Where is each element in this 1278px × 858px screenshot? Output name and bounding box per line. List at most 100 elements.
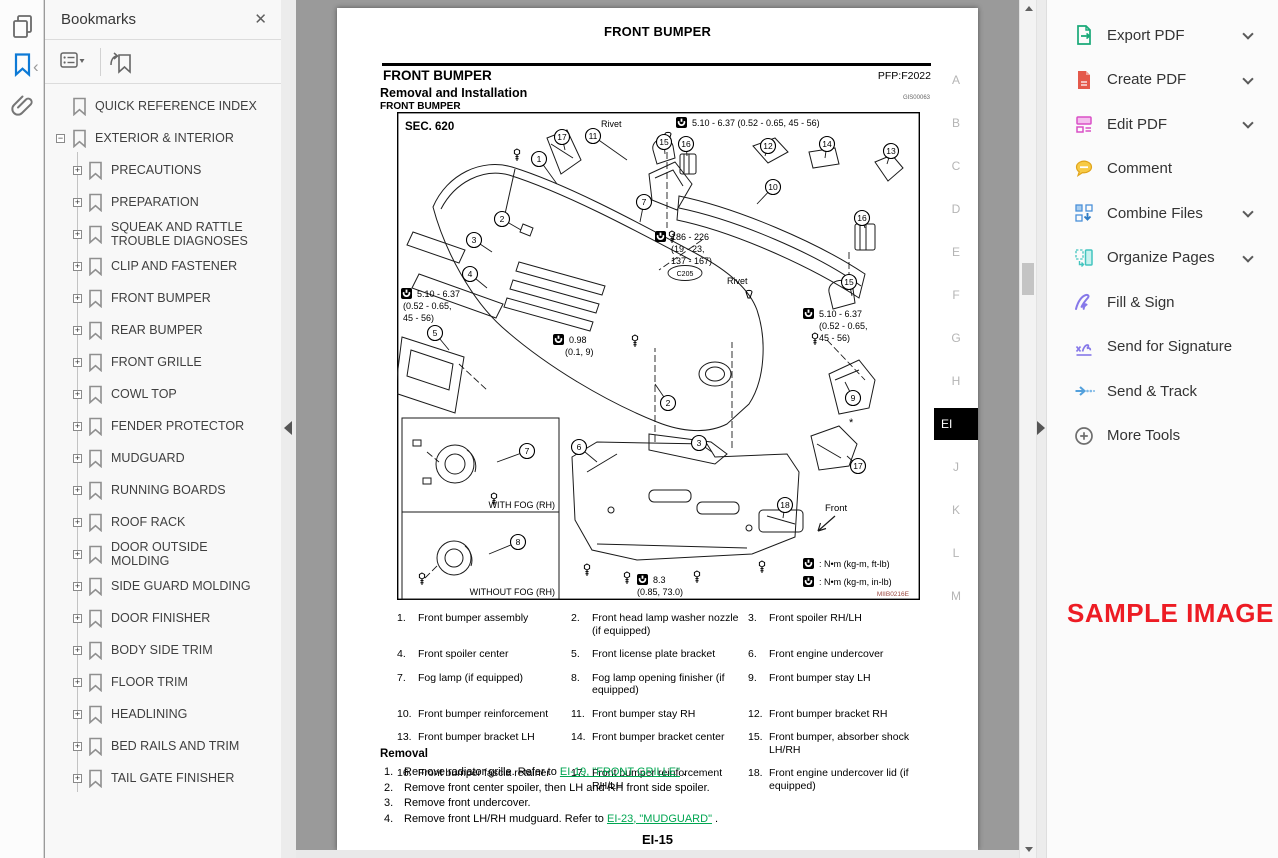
section-tab-h[interactable]: H — [951, 373, 961, 388]
section-tab-ei[interactable]: EI — [934, 407, 978, 440]
small-torque: 0.98 — [569, 335, 587, 345]
bookmark-expander-plus[interactable]: + — [73, 708, 82, 719]
bookmark-item[interactable]: + TAIL GATE FINISHER — [45, 762, 281, 794]
section-tab-c[interactable]: C — [951, 158, 961, 173]
bookmark-expander-plus[interactable]: + — [73, 356, 82, 367]
tool-send-for-signature[interactable]: Send for Signature — [1047, 325, 1278, 370]
bookmark-item[interactable]: + SQUEAK AND RATTLE TROUBLE DIAGNOSES — [45, 218, 281, 250]
section-tab-k[interactable]: K — [951, 502, 960, 517]
bookmark-expander-plus[interactable]: + — [73, 484, 82, 495]
removal-step: 1.Remove radiator grille. Refer to EI-19… — [384, 765, 924, 781]
tool-fill-sign[interactable]: Fill & Sign — [1047, 280, 1278, 325]
part-number: 6. — [748, 648, 757, 660]
bookmark-item[interactable]: + CLIP AND FASTENER — [45, 250, 281, 282]
diagram-callout — [844, 389, 862, 407]
tool-label: Comment — [1107, 160, 1173, 178]
tool-export-pdf[interactable]: Export PDF — [1047, 13, 1278, 58]
bookmark-item[interactable]: + REAR BUMPER — [45, 314, 281, 346]
bookmark-expander-plus[interactable]: + — [73, 612, 82, 623]
section-tab-d[interactable]: D — [951, 201, 961, 216]
tool-combine-files[interactable]: Combine Files — [1047, 191, 1278, 236]
bookmark-item[interactable]: + FRONT GRILLE — [45, 346, 281, 378]
section-tab-f[interactable]: F — [952, 287, 960, 302]
section-tab-a[interactable]: A — [951, 72, 960, 87]
bookmark-item[interactable]: + PRECAUTIONS — [45, 154, 281, 186]
chevron-down-icon[interactable] — [1242, 206, 1254, 218]
tool-more-tools[interactable]: More Tools — [1047, 414, 1278, 459]
collapse-right-arrow[interactable] — [1037, 421, 1045, 435]
bookmarks-panel-button[interactable] — [9, 51, 37, 79]
section-tab-b[interactable]: B — [951, 115, 960, 130]
new-bookmark-button[interactable] — [109, 51, 135, 79]
bookmark-expander-plus[interactable]: + — [73, 420, 82, 431]
collapse-left-arrow[interactable] — [284, 421, 292, 435]
bookmark-item[interactable]: + BODY SIDE TRIM — [45, 634, 281, 666]
bookmark-expander-plus[interactable]: + — [73, 580, 82, 591]
tool-organize-pages[interactable]: Organize Pages — [1047, 236, 1278, 281]
bookmark-item[interactable]: + DOOR FINISHER — [45, 602, 281, 634]
bookmark-item[interactable]: + COWL TOP — [45, 378, 281, 410]
page-thumbnails-button[interactable] — [9, 13, 37, 41]
mid-torque: 186 - 226 — [671, 232, 709, 242]
bookmark-item[interactable]: + FENDER PROTECTOR — [45, 410, 281, 442]
chevron-down-icon[interactable] — [1242, 28, 1254, 40]
bookmark-item[interactable]: + FLOOR TRIM — [45, 666, 281, 698]
bookmark-expander-plus[interactable]: + — [73, 516, 82, 527]
scroll-down-arrow[interactable] — [1025, 847, 1033, 852]
horizontal-scrollbar[interactable] — [296, 850, 1019, 858]
section-tab-m[interactable]: M — [951, 588, 961, 603]
section-tab-l[interactable]: L — [952, 545, 960, 560]
bookmark-expander-plus[interactable]: + — [73, 676, 82, 687]
bookmark-options-button[interactable] — [60, 51, 86, 76]
bookmark-item[interactable]: QUICK REFERENCE INDEX — [45, 90, 281, 122]
bookmark-item[interactable]: + HEADLINING — [45, 698, 281, 730]
section-tab-g[interactable]: G — [951, 330, 961, 345]
bookmark-item[interactable]: + DOOR OUTSIDE MOLDING — [45, 538, 281, 570]
attachments-button[interactable] — [9, 91, 37, 119]
bookmark-item[interactable]: + FRONT BUMPER — [45, 282, 281, 314]
bookmark-expander-minus[interactable]: − — [56, 132, 65, 143]
tool-edit-pdf[interactable]: Edit PDF — [1047, 102, 1278, 147]
bookmark-expander-plus[interactable]: + — [73, 388, 82, 399]
bookmark-item[interactable]: + RUNNING BOARDS — [45, 474, 281, 506]
bookmark-expander-plus[interactable]: + — [73, 452, 82, 463]
part-name: Front bumper stay LH — [769, 671, 871, 684]
part-name: Front engine undercover — [769, 648, 884, 660]
chevron-down-icon[interactable] — [1242, 250, 1254, 263]
bookmark-item[interactable]: − EXTERIOR & INTERIOR — [45, 122, 281, 154]
scroll-up-arrow[interactable] — [1025, 6, 1033, 11]
bookmark-expander-plus[interactable]: + — [73, 644, 82, 655]
reference-link[interactable]: EI-23, "MUDGUARD" — [606, 812, 712, 825]
chevron-down-icon[interactable] — [1242, 72, 1254, 85]
bookmark-expander-plus[interactable]: + — [73, 548, 82, 559]
bookmark-item[interactable]: + SIDE GUARD MOLDING — [45, 570, 281, 602]
bookmark-expander-plus[interactable]: + — [73, 292, 82, 303]
bookmark-expander-plus[interactable]: + — [73, 324, 82, 335]
bookmark-item[interactable]: + BED RAILS AND TRIM — [45, 730, 281, 762]
bookmark-ribbon-icon — [89, 705, 102, 724]
bookmark-expander-plus[interactable]: + — [73, 740, 82, 751]
bookmark-expander-plus[interactable]: + — [73, 196, 82, 207]
bookmark-expander-plus[interactable]: + — [73, 164, 82, 175]
diagram-callout — [553, 128, 571, 146]
tool-create-pdf[interactable]: Create PDF — [1047, 58, 1278, 103]
tool-comment[interactable]: Comment — [1047, 147, 1278, 192]
bookmark-item[interactable]: + ROOF RACK — [45, 506, 281, 538]
tool-label: Create PDF — [1107, 71, 1187, 89]
scrollbar-thumb[interactable] — [1022, 263, 1034, 295]
bookmark-expander-plus[interactable]: + — [73, 772, 82, 783]
bookmark-item[interactable]: + PREPARATION — [45, 186, 281, 218]
bookmark-expander-plus[interactable]: + — [73, 228, 82, 239]
removal-step: 2.Remove front center spoiler, then LH a… — [384, 781, 924, 797]
bookmark-item[interactable]: + MUDGUARD — [45, 442, 281, 474]
section-tab-e[interactable]: E — [951, 244, 960, 259]
bookmark-ribbon-icon — [89, 513, 102, 532]
tool-send-track[interactable]: Send & Track — [1047, 369, 1278, 414]
chevron-down-icon[interactable] — [1242, 117, 1254, 129]
reference-link[interactable]: EI-19, "FRONT GRILLE" — [559, 766, 680, 778]
section-tab-j[interactable]: J — [953, 459, 959, 474]
close-panel-button[interactable]: ✕ — [254, 11, 267, 28]
bookmark-expander-plus[interactable]: + — [73, 260, 82, 271]
vertical-scrollbar[interactable] — [1019, 0, 1037, 858]
diagram-callout — [677, 135, 695, 153]
